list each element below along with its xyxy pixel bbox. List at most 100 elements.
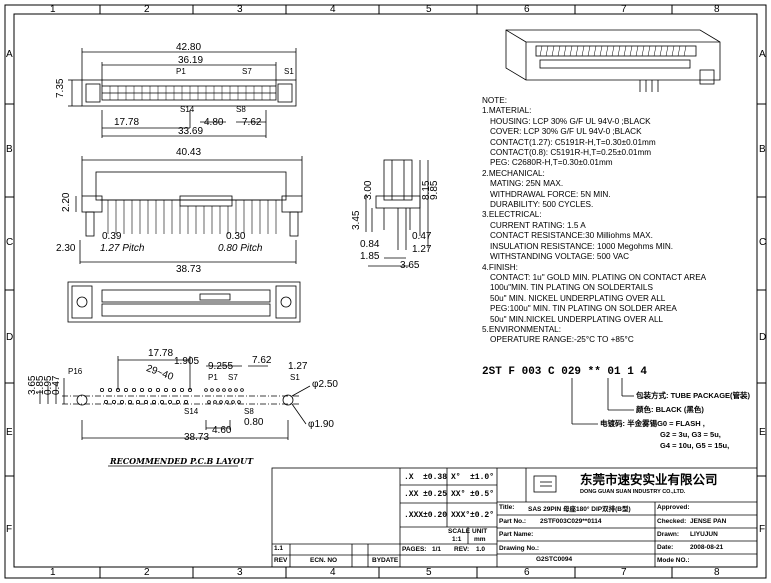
code-plating-3: G4 = 10u, G5 = 15u, (660, 441, 730, 450)
tol-x-deg: X° (451, 473, 461, 482)
note-line: CURRENT RATING: 1.5 A (490, 220, 586, 230)
note-line: PEG: C2680R-H,T=0.30±0.01mm (490, 158, 613, 168)
col-label-2: 2 (144, 4, 150, 15)
dim-side-1-85: 1.85 (360, 251, 380, 262)
tol-xxx-value: ±0.20 (423, 511, 448, 520)
note-line: HOUSING: LCP 30% G/F UL 94V-0 ;BLACK (490, 116, 651, 126)
row-label-a: A (6, 49, 13, 60)
pcb-layout (39, 356, 311, 467)
pcb-dia-1-90: φ1.90 (308, 419, 334, 430)
part-no-value: 2STF003C029**0114 (540, 518, 602, 525)
code-plating-2: G2 = 3u, G3 = 5u, (660, 430, 721, 439)
note-line: 5.ENVIRONMENTAL: (482, 324, 562, 334)
pcb-dim-7-62: 7.62 (252, 355, 272, 366)
company-name-cn: 东莞市速安实业有限公司 (580, 473, 718, 487)
tol-xx-deg-value: ±0.5° (470, 490, 495, 499)
rev-label: REV: (454, 546, 470, 553)
dim-front-width: 40.43 (176, 147, 202, 158)
tol-xxx-deg: XXX° (451, 511, 471, 520)
pin-label-s8: S8 (236, 105, 246, 114)
row-label-f-right: F (759, 524, 766, 535)
approved-label: Approved: (657, 504, 690, 511)
dim-0-30: 0.30 (226, 231, 246, 242)
dim-33-69: 33.69 (178, 126, 204, 137)
col-label-1: 1 (50, 4, 56, 15)
row-label-e: E (6, 427, 13, 438)
rev-col-ecn: ECN. NO (310, 557, 338, 564)
pcb-pin-s1: S1 (290, 373, 300, 382)
note-line: DURABILITY: 500 CYCLES. (490, 200, 594, 210)
dim-9-85: 9.85 (429, 180, 440, 200)
pin-label-s14: S14 (180, 105, 195, 114)
scale-value: 1:1 (452, 536, 462, 543)
dim-3-00: 3.00 (363, 180, 374, 200)
dim-height: 7.35 (55, 78, 66, 98)
col-label-6-bottom: 6 (524, 567, 530, 578)
rev-col-rev: REV (274, 557, 288, 564)
row-label-b-right: B (759, 144, 766, 155)
pcb-dim-17-78: 17.78 (148, 348, 174, 359)
tol-x-value: ±0.38 (423, 473, 448, 482)
part-no-label: Part No.: (499, 518, 527, 525)
note-line: CONTACT: 1u" GOLD MIN. PLATING ON CONTAC… (490, 272, 707, 282)
dim-0-39: 0.39 (102, 231, 122, 242)
scale-label: SCALE (448, 528, 471, 535)
drawn-label: Drawn: (657, 531, 680, 538)
row-label-d-right: D (759, 332, 767, 343)
tol-xx: .XX (404, 490, 419, 499)
mode-no-label: Mode NO.: (657, 557, 690, 564)
tol-xxx: .XXX (404, 511, 424, 520)
company-name-en: DONG GUAN SUAN INDUSTRY CO.,LTD. (580, 489, 686, 495)
pitch-1-27: 1.27 Pitch (100, 243, 145, 254)
note-line: MATING: 25N MAX. (490, 179, 564, 189)
rev-col-date: DATE (381, 557, 399, 564)
notes-block: NOTE: 1.MATERIAL: HOUSING: LCP 30% G/F U… (482, 96, 706, 346)
note-line: COVER: LCP 30% G/F UL 94V-0 ;BLACK (490, 127, 642, 137)
pcb-pin-p1: P1 (208, 373, 218, 382)
dim-side-1-27: 1.27 (412, 244, 432, 255)
note-line: 100u"MIN. TIN PLATING ON SOLDERTAILS (490, 283, 653, 293)
code-leaders (571, 378, 634, 425)
pages-value: 1/1 (432, 546, 442, 553)
pcb-dim-38-73: 38.73 (184, 432, 210, 443)
dim-side-0-84: 0.84 (360, 239, 380, 250)
pcb-dim-1-905: 1.905 (174, 356, 200, 367)
rev-col-by: BY (372, 557, 382, 564)
col-label-6: 6 (524, 4, 530, 15)
pcb-pin-p16: P16 (68, 367, 83, 376)
note-line: CONTACT RESISTANCE:30 Milliohms MAX. (490, 231, 653, 241)
col-label-5: 5 (426, 4, 432, 15)
pcb-dia-2-50: φ2.50 (312, 379, 338, 390)
note-line: CONTACT(1.27): C5191R-H,T=0.30±0.01mm (490, 137, 656, 147)
side-view (365, 159, 429, 267)
col-label-7-bottom: 7 (621, 567, 627, 578)
bottom-view-body (67, 281, 301, 323)
note-line: PEG:100u" MIN. TIN PLATING ON SOLDER ARE… (490, 304, 677, 314)
pcb-pin-s14: S14 (184, 407, 199, 416)
side-view-body (383, 159, 413, 201)
row-label-a-right: A (759, 49, 766, 60)
col-label-8-bottom: 8 (714, 567, 720, 578)
drawing-no-label: Drawing No.: (499, 545, 540, 552)
part-name-label: Part Name: (499, 531, 534, 538)
note-line: CONTACT(0.8): C5191R-H,T=0.25±0.01mm (490, 148, 652, 158)
part-code: 2ST F 003 C 029 ** 01 1 4 (482, 366, 648, 378)
front-view (75, 156, 303, 264)
col-label-2-bottom: 2 (144, 567, 150, 578)
note-line: INSULATION RESISTANCE: 1000 Megohms MIN. (490, 241, 674, 251)
pcb-dim-0-47: 0.47 (51, 375, 62, 395)
dim-38-73: 38.73 (176, 264, 202, 275)
pcb-pin-s7: S7 (228, 373, 238, 382)
row-label-b: B (6, 144, 13, 155)
row-label-c: C (6, 237, 14, 248)
code-color: 颜色: BLACK (黑色) (636, 405, 704, 414)
code-tube: 包装方式: TUBE PACKAGE(管装) (636, 391, 751, 400)
row-label-c-right: C (759, 237, 767, 248)
pages-label: PAGES: (402, 546, 427, 553)
note-line: 1.MATERIAL: (482, 106, 532, 116)
outer-frame (4, 4, 767, 579)
col-label-7: 7 (621, 4, 627, 15)
note-line: NOTE: (482, 96, 508, 105)
drawing-no-value: G2STC0094 (536, 556, 573, 563)
title-value: SAS 29PIN 母座180° DIP双排(B型) (528, 506, 631, 513)
